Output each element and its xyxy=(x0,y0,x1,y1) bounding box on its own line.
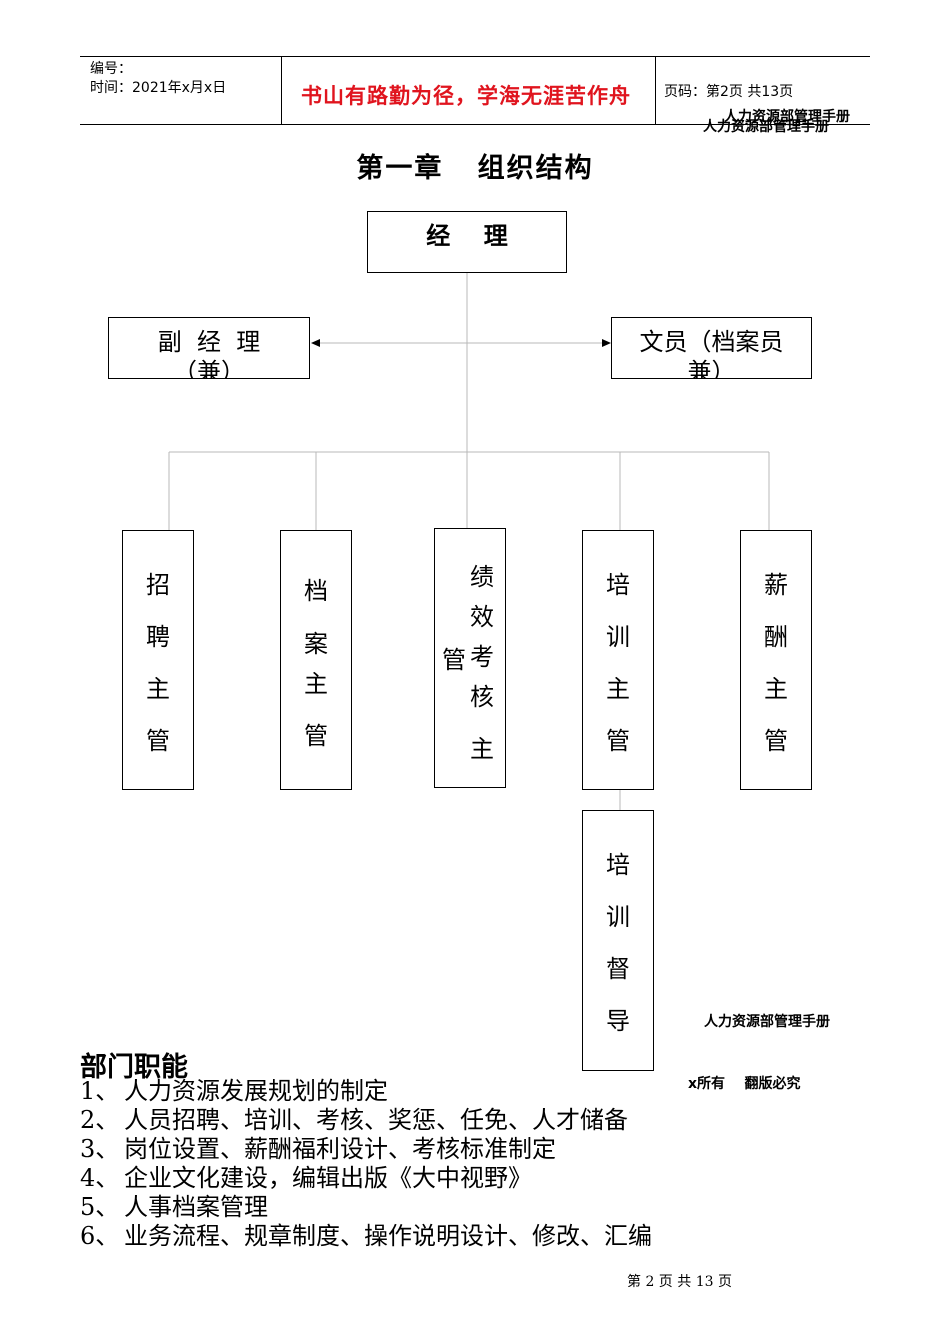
header-bottom-rule xyxy=(80,124,870,125)
header-divider-right xyxy=(655,56,656,124)
page-info: 页码：第2页 共13页 xyxy=(664,84,794,100)
archive-supervisor-label: 档 案 主 管 xyxy=(304,577,328,750)
training-coordinator-box: 培 训 督 导 xyxy=(582,810,654,1071)
copyright-note: x所有 翻版必究 xyxy=(688,1076,801,1092)
training-supervisor-box: 培 训 主 管 xyxy=(582,530,654,790)
functions-list: 1、人力资源发展规划的制定 2、人员招聘、培训、考核、奖惩、任免、人才储备 3、… xyxy=(80,1077,652,1251)
time-label: 时间：2021年x月x日 xyxy=(90,80,227,96)
salary-supervisor-label: 薪 酬 主 管 xyxy=(764,571,788,755)
salary-supervisor-box: 薪 酬 主 管 xyxy=(740,530,812,790)
function-item: 3、岗位设置、薪酬福利设计、考核标准制定 xyxy=(80,1135,556,1163)
manual-title-overlap-b: 人力资源部管理手册 xyxy=(703,119,829,135)
header-divider-left xyxy=(281,56,282,124)
performance-supervisor-label-left: 管 xyxy=(442,646,466,674)
functions-title: 部门职能 xyxy=(80,1052,188,1083)
clerk-note: 兼） xyxy=(687,358,736,379)
chapter-title: 第一章 组织结构 xyxy=(356,153,594,184)
performance-supervisor-box: 绩 效 考 核 主 管 xyxy=(434,528,506,788)
manager-box: 经 理 xyxy=(367,211,567,273)
deputy-manager-box: 副 经 理 （兼） xyxy=(108,317,310,379)
motto: 书山有路勤为径，学海无涯苦作舟 xyxy=(301,84,631,108)
clerk-label: 文员（档案员 xyxy=(639,328,784,356)
arrow-right-clerk xyxy=(602,339,611,347)
page-footer: 第 2 页 共 13 页 xyxy=(627,1274,732,1290)
function-item: 5、人事档案管理 xyxy=(80,1193,268,1221)
manual-title-overlap-a: 人力资源部管理手册 xyxy=(724,109,850,125)
doc-number-label: 编号： xyxy=(90,61,132,77)
performance-supervisor-label: 绩 效 考 核 主 xyxy=(470,563,494,763)
training-supervisor-label: 培 训 主 管 xyxy=(606,571,630,755)
arrow-left-deputy xyxy=(311,339,320,347)
header-top-rule xyxy=(80,56,870,57)
function-item: 1、人力资源发展规划的制定 xyxy=(80,1077,388,1105)
clerk-box: 文员（档案员 兼） xyxy=(611,317,812,379)
manager-label: 经 理 xyxy=(426,222,508,250)
deputy-manager-note: （兼） xyxy=(173,358,245,379)
function-item: 6、业务流程、规章制度、操作说明设计、修改、汇编 xyxy=(80,1222,652,1250)
manual-title-note: 人力资源部管理手册 xyxy=(704,1014,830,1030)
deputy-manager-label: 副 经 理 xyxy=(157,328,261,356)
recruitment-supervisor-box: 招 聘 主 管 xyxy=(122,530,194,790)
function-item: 4、企业文化建设，编辑出版《大中视野》 xyxy=(80,1164,532,1192)
recruitment-supervisor-label: 招 聘 主 管 xyxy=(146,571,170,755)
training-coordinator-label: 培 训 督 导 xyxy=(606,851,630,1035)
function-item: 2、人员招聘、培训、考核、奖惩、任免、人才储备 xyxy=(80,1106,628,1134)
archive-supervisor-box: 档 案 主 管 xyxy=(280,530,352,790)
